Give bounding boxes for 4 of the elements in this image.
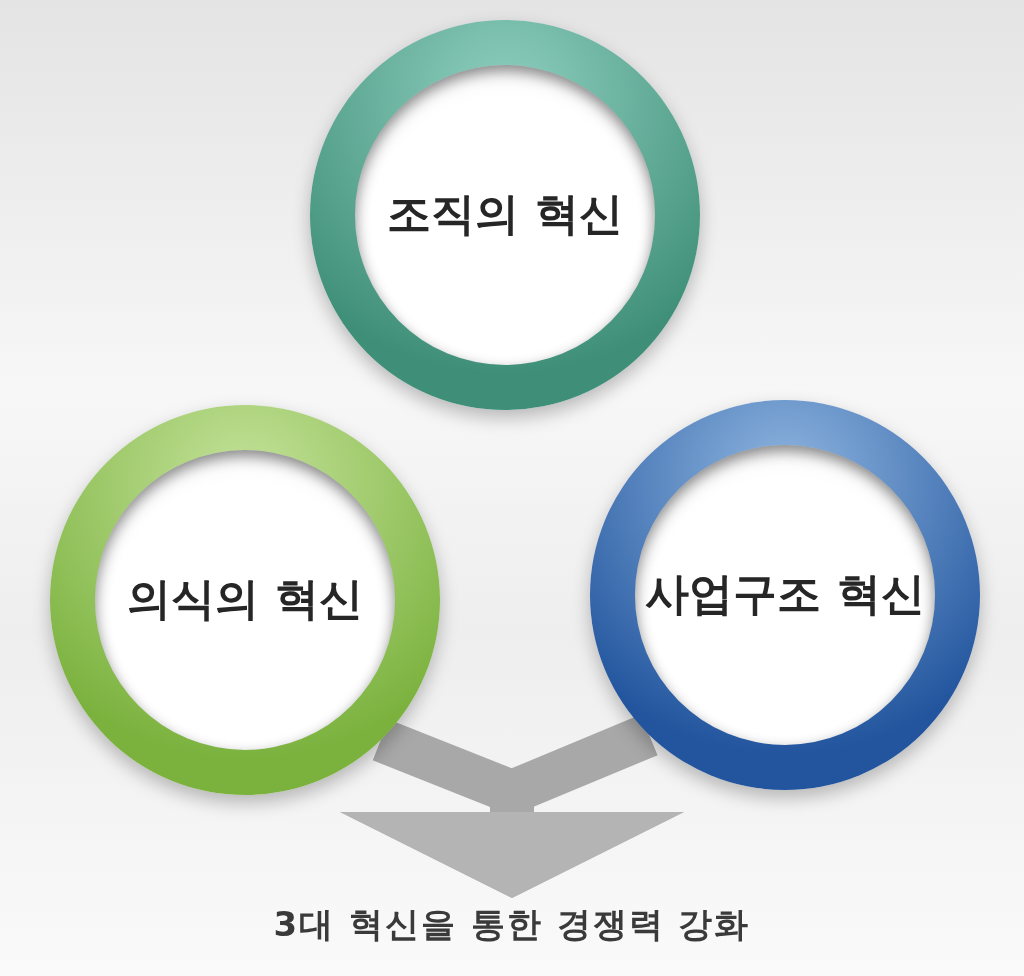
circle-label: 의식의 혁신 bbox=[127, 572, 363, 627]
result-text: 3대 혁신을 통한 경쟁력 강화 bbox=[273, 904, 751, 944]
circle-label: 조직의 혁신 bbox=[387, 187, 623, 242]
circle-label: 사업구조 혁신 bbox=[645, 567, 925, 622]
